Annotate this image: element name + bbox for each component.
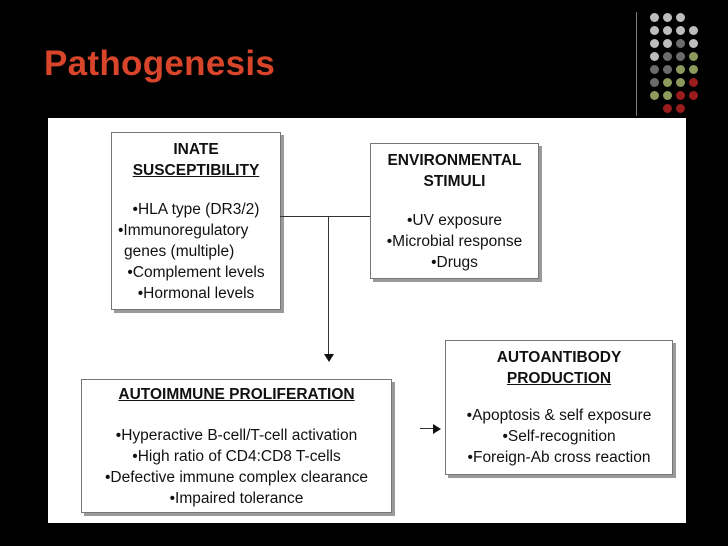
dot [676,26,685,35]
connector-line [420,428,434,429]
environmental-stimuli-box: ENVIRONMENTAL STIMULI •UV exposure •Micr… [370,143,539,279]
arrow-down-icon [324,354,334,362]
dot [689,26,698,35]
innate-item: •Immunoregulatory [118,222,249,239]
autoantibody-heading-line1: AUTOANTIBODY [496,349,622,366]
dot [689,65,698,74]
dot [663,104,672,113]
proliferation-item: •High ratio of CD4:CD8 T-cells [132,448,341,465]
environment-item: •UV exposure [406,212,503,229]
dot [650,65,659,74]
dot [676,39,685,48]
environment-item: •Drugs [431,254,478,271]
innate-heading-line1: INATE [173,141,219,158]
dot [689,52,698,61]
diagram-panel: INATE SUSCEPTIBILITY •HLA type (DR3/2) •… [48,118,686,523]
innate-heading-line2: SUSCEPTIBILITY [132,162,260,179]
dot [650,91,659,100]
innate-susceptibility-box: INATE SUSCEPTIBILITY •HLA type (DR3/2) •… [111,132,281,310]
proliferation-item: •Defective immune complex clearance [104,469,368,486]
innate-item: •Hormonal levels [137,285,255,302]
proliferation-item: •Hyperactive B-cell/T-cell activation [115,427,358,444]
decorative-divider [636,12,637,116]
autoimmune-proliferation-box: AUTOIMMUNE PROLIFERATION •Hyperactive B-… [81,379,392,513]
autoantibody-heading-line2: PRODUCTION [506,370,612,387]
dot [663,52,672,61]
autoantibody-production-box: AUTOANTIBODY PRODUCTION •Apoptosis & sel… [445,340,673,475]
dot [650,52,659,61]
dot [650,39,659,48]
proliferation-item: •Impaired tolerance [169,490,304,507]
environment-heading-line1: ENVIRONMENTAL [387,152,522,169]
dot [663,13,672,22]
slide-title: Pathogenesis [44,44,276,83]
dot [663,39,672,48]
dot [676,65,685,74]
dot [689,91,698,100]
dot [689,39,698,48]
environment-heading-line2: STIMULI [423,173,486,190]
dot [663,78,672,87]
dot [676,78,685,87]
dot [676,52,685,61]
innate-item: •Complement levels [127,264,265,281]
dot [676,104,685,113]
arrow-right-icon [433,424,441,434]
dot [676,91,685,100]
dot [663,91,672,100]
proliferation-heading: AUTOIMMUNE PROLIFERATION [118,386,355,403]
innate-item: •HLA type (DR3/2) [132,201,260,218]
dot [650,13,659,22]
dot [663,65,672,74]
autoantibody-item: •Self-recognition [502,428,616,445]
dot [689,78,698,87]
connector-line [280,216,370,217]
dot [650,78,659,87]
autoantibody-item: •Apoptosis & self exposure [466,407,652,424]
environment-item: •Microbial response [386,233,523,250]
autoantibody-item: •Foreign-Ab cross reaction [467,449,651,466]
innate-item: genes (multiple) [124,243,235,260]
dot [663,26,672,35]
connector-line [328,216,329,356]
dot [650,26,659,35]
dot [676,13,685,22]
